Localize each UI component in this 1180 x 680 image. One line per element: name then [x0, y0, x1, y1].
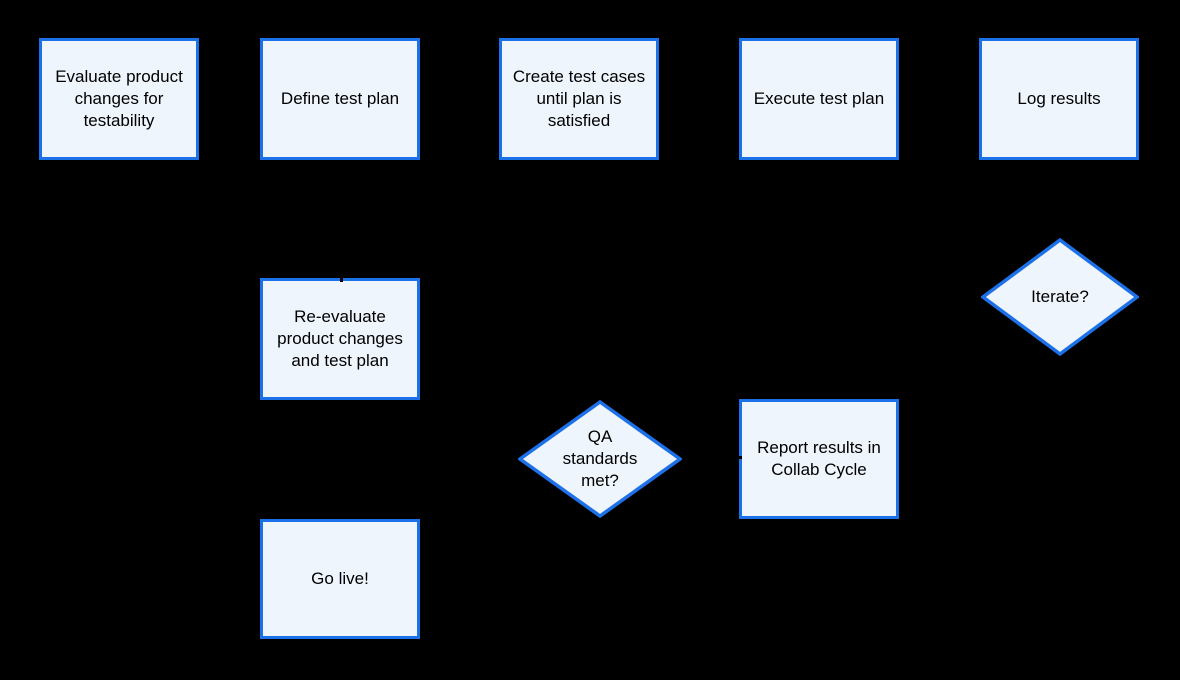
decision-diamond-iterate: Iterate?	[981, 238, 1139, 356]
process-box-create-test-cases: Create test cases until plan is satisfie…	[499, 38, 659, 160]
node-label: Define test plan	[280, 89, 400, 108]
process-box-report-results-collab-cycle: Report results in Collab Cycle	[739, 399, 899, 519]
process-box-evaluate-product-changes: Evaluate product changes for testability	[39, 38, 199, 160]
diamond-shape	[981, 238, 1139, 356]
node-label: Execute test plan	[753, 89, 885, 108]
node-label: Report results in Collab Cycle	[757, 438, 881, 479]
node-label: Create test cases until plan is satisfie…	[512, 67, 646, 130]
process-box-execute-test-plan: Execute test plan	[739, 38, 899, 160]
decision-diamond-qa-standards-met: QA standards met?	[518, 400, 682, 518]
arrowhead-notch	[340, 273, 343, 282]
node-label: Log results	[1017, 89, 1101, 108]
process-box-log-results: Log results	[979, 38, 1139, 160]
process-box-reevaluate-product-changes: Re-evaluate product changes and test pla…	[260, 278, 420, 400]
node-label: Re-evaluate product changes and test pla…	[277, 307, 403, 370]
arrowhead-notch	[733, 456, 742, 459]
node-label: Iterate?	[1031, 287, 1089, 306]
node-label: QA standards met?	[562, 427, 638, 490]
diamond-shape	[518, 400, 682, 518]
node-label: Go live!	[311, 569, 369, 588]
node-label: Evaluate product changes for testability	[55, 67, 183, 130]
process-box-go-live: Go live!	[260, 519, 420, 639]
process-box-define-test-plan: Define test plan	[260, 38, 420, 160]
